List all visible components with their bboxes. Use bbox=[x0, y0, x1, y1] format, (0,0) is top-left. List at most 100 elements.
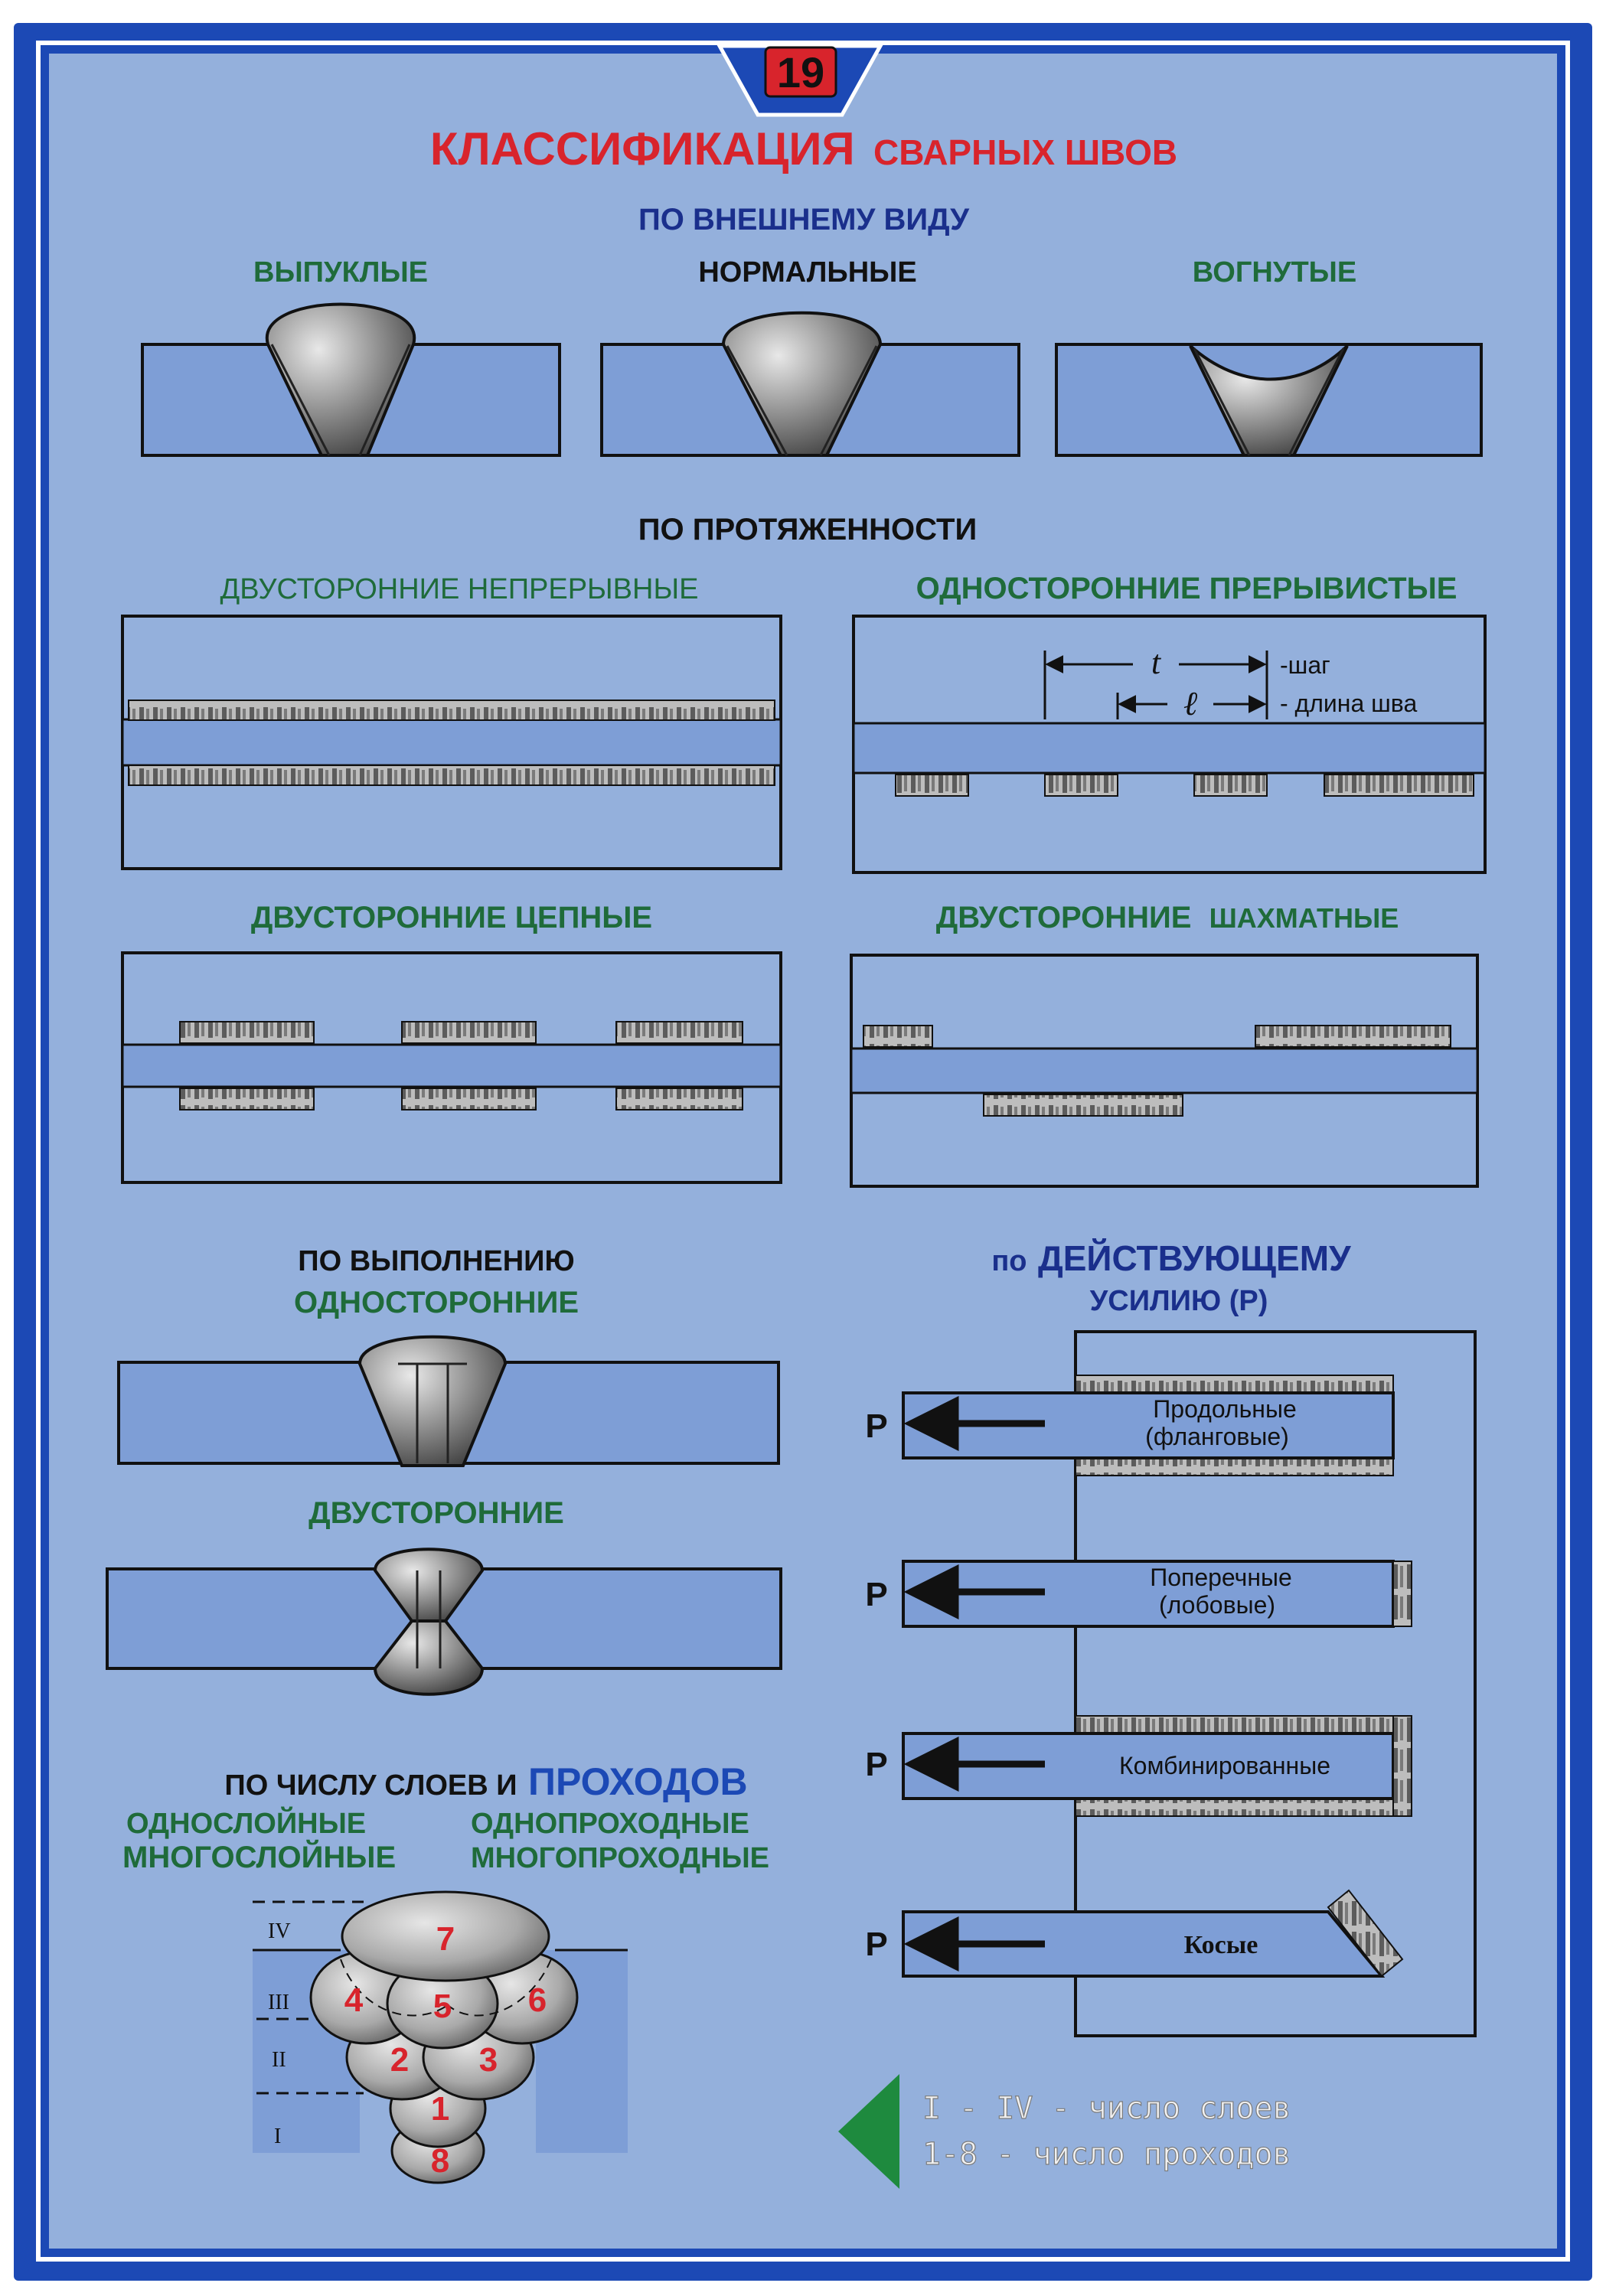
comb-label: Комбинированные bbox=[1119, 1752, 1330, 1779]
ts-root-lines bbox=[416, 1570, 442, 1668]
title-part-1: КЛАССИФИКАЦИЯ bbox=[430, 123, 855, 174]
normal-joint-diagram bbox=[600, 311, 1020, 457]
convex-bevel-lines bbox=[270, 344, 411, 456]
two-sided-joint-diagram bbox=[106, 1548, 782, 1696]
single-intermittent-label: ОДНОСТОРОННИЕ ПРЕРЫВИСТЫЕ bbox=[916, 572, 1457, 605]
pass-label-3: 3 bbox=[479, 2041, 498, 2079]
legend-line-2: 1-8 - число проходов bbox=[922, 2137, 1291, 2172]
si-pitch-symbol: t bbox=[1151, 644, 1162, 681]
multipass-joint-diagram: IV III II I 7 4 5 6 2 3 1 8 bbox=[253, 1890, 628, 2184]
legend-line-1: I - IV - число слоев bbox=[922, 2091, 1291, 2126]
trans-p-label: Р bbox=[865, 1576, 887, 1613]
si-pitch-label: -шаг bbox=[1280, 651, 1330, 679]
ts-bead-bottom bbox=[373, 1619, 485, 1696]
comb-weld-top bbox=[1075, 1715, 1394, 1733]
normal-label: НОРМАЛЬНЫЕ bbox=[698, 256, 916, 289]
dc-weld-bottom bbox=[128, 765, 775, 786]
page-number-badge bbox=[764, 46, 837, 98]
double-staggered-a: ДВУСТОРОННИЕ bbox=[936, 901, 1192, 934]
double-staggered-label: ДВУСТОРОННИЕ ШАХМАТНЫЕ bbox=[936, 901, 1399, 934]
force-heading-c: УСИЛИЮ (Р) bbox=[1090, 1285, 1268, 1317]
roman-i: I bbox=[274, 2125, 281, 2148]
layers-heading-b: ПРОХОДОВ bbox=[528, 1760, 748, 1803]
long-weld-top bbox=[1075, 1375, 1394, 1393]
dch-weld-bottom-1 bbox=[179, 1088, 315, 1110]
normal-bead bbox=[721, 311, 883, 457]
mp-pass-outlines bbox=[340, 1958, 552, 2017]
execution-heading: ПО ВЫПОЛНЕНИЮ bbox=[298, 1245, 574, 1277]
roman-ii: II bbox=[272, 2048, 286, 2072]
page-number: 19 bbox=[777, 48, 824, 96]
concave-joint-diagram bbox=[1055, 343, 1483, 457]
force-heading-a: по bbox=[991, 1245, 1027, 1277]
layers-heading: ПО ЧИСЛУ СЛОЕВ И ПРОХОДОВ bbox=[224, 1760, 747, 1803]
legend-marker bbox=[838, 2074, 899, 2189]
comb-p-label: Р bbox=[865, 1746, 887, 1783]
length-heading: ПО ПРОТЯЖЕННОСТИ bbox=[638, 513, 977, 546]
si-length-symbol: ℓ bbox=[1183, 685, 1198, 722]
trans-label-1: Поперечные bbox=[1150, 1564, 1292, 1591]
force-heading-b: ДЕЙСТВУЮЩЕМУ bbox=[1038, 1238, 1352, 1278]
comb-weld-bottom bbox=[1075, 1799, 1394, 1817]
dch-plate bbox=[121, 1043, 782, 1088]
dst-plate bbox=[850, 1047, 1479, 1094]
long-label-2: (фланговые) bbox=[1145, 1423, 1289, 1450]
dch-weld-bottom-2 bbox=[401, 1088, 537, 1110]
dch-weld-bottom-3 bbox=[615, 1088, 743, 1110]
si-weld-2 bbox=[1044, 774, 1118, 797]
force-diagram: Р Продольные (фланговые) Р Поперечные (л… bbox=[865, 1330, 1477, 2037]
ts-bead-top bbox=[373, 1548, 485, 1623]
multi-pass-label: МНОГОПРОХОДНЫЕ bbox=[471, 1842, 769, 1874]
obl-label: Косые bbox=[1184, 1931, 1258, 1959]
single-intermittent-diagram: t ℓ -шаг - длина шва bbox=[852, 615, 1487, 874]
pass-label-4: 4 bbox=[344, 1981, 364, 2019]
si-weld-3 bbox=[1193, 774, 1268, 797]
multi-layer-label: МНОГОСЛОЙНЫЕ bbox=[122, 1839, 396, 1874]
normal-bevel-lines bbox=[726, 345, 878, 456]
roman-iii: III bbox=[268, 1991, 289, 2014]
double-continuous-label: ДВУСТОРОННИЕ НЕПРЕРЫВНЫЕ bbox=[220, 573, 699, 605]
trans-label-2: (лобовые) bbox=[1159, 1591, 1275, 1619]
si-weld-1 bbox=[895, 774, 969, 797]
os-bead bbox=[357, 1335, 508, 1467]
layers-heading-a: ПО ЧИСЛУ СЛОЕВ И bbox=[224, 1769, 517, 1802]
pass-label-7: 7 bbox=[436, 1920, 455, 1958]
double-staggered-diagram bbox=[850, 954, 1479, 1188]
long-weld-bottom bbox=[1075, 1458, 1394, 1476]
appearance-heading: ПО ВНЕШНЕМУ ВИДУ bbox=[638, 203, 970, 236]
frame-inner-line bbox=[36, 41, 1570, 2262]
dch-weld-top-3 bbox=[615, 1021, 743, 1044]
force-heading-1: по ДЕЙСТВУЮЩЕМУ bbox=[991, 1238, 1352, 1278]
os-root-lines bbox=[398, 1362, 467, 1463]
dch-weld-top-1 bbox=[179, 1021, 315, 1044]
convex-joint-diagram bbox=[141, 302, 561, 457]
single-pass-label: ОДНОПРОХОДНЫЕ bbox=[471, 1808, 749, 1840]
comb-weld-end bbox=[1392, 1715, 1412, 1817]
concave-bead bbox=[1189, 344, 1349, 457]
double-staggered-b: ШАХМАТНЫЕ bbox=[1209, 902, 1399, 934]
convex-label: ВЫПУКЛЫЕ bbox=[253, 256, 428, 289]
pass-label-2: 2 bbox=[390, 2041, 409, 2079]
trans-weld-end bbox=[1392, 1561, 1412, 1627]
dst-weld-top-2 bbox=[1255, 1025, 1451, 1048]
pass-label-6: 6 bbox=[528, 1981, 547, 2019]
dst-weld-top-1 bbox=[863, 1025, 933, 1048]
double-chain-label: ДВУСТОРОННИЕ ЦЕПНЫЕ bbox=[251, 901, 652, 934]
concave-label: ВОГНУТЫЕ bbox=[1193, 256, 1356, 289]
si-length-label: - длина шва bbox=[1280, 690, 1417, 717]
si-plate bbox=[852, 722, 1487, 775]
double-chain-diagram bbox=[121, 951, 782, 1184]
two-sided-label: ДВУСТОРОННИЕ bbox=[308, 1496, 564, 1530]
dst-weld-bottom-1 bbox=[983, 1094, 1183, 1117]
double-continuous-diagram bbox=[121, 615, 782, 870]
single-layer-label: ОДНОСЛОЙНЫЕ bbox=[126, 1805, 366, 1840]
one-sided-label: ОДНОСТОРОННИЕ bbox=[294, 1286, 579, 1319]
one-sided-joint-diagram bbox=[117, 1335, 780, 1467]
title-part-2: СВАРНЫХ ШВОВ bbox=[873, 132, 1177, 172]
pass-label-1: 1 bbox=[431, 2090, 449, 2128]
page-title: КЛАССИФИКАЦИЯ СВАРНЫХ ШВОВ bbox=[430, 123, 1177, 174]
long-label-1: Продольные bbox=[1153, 1395, 1296, 1423]
pass-7 bbox=[341, 1890, 550, 1982]
pass-label-8: 8 bbox=[431, 2142, 449, 2180]
